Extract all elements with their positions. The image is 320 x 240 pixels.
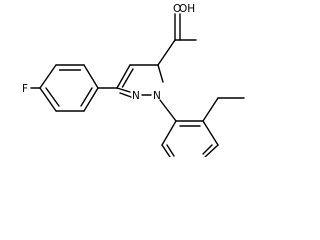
carboxylic-acid-group [157, 13, 197, 66]
double-bond [119, 92, 132, 98]
double-bond [121, 68, 134, 88]
oxygen-label: O [173, 3, 181, 15]
bond [204, 144, 219, 157]
bond [39, 64, 57, 89]
double-bond [166, 144, 175, 157]
bond [157, 64, 164, 83]
nitrogen-label: N [153, 90, 161, 102]
pyrazole-ring [116, 64, 164, 98]
bond [116, 87, 131, 93]
bond [39, 87, 57, 112]
bond [83, 87, 99, 112]
double-bond [202, 144, 213, 155]
chemical-structure-diagram: F N N O OH OH [22, 3, 245, 157]
methyl-bond [202, 97, 219, 122]
bond [83, 64, 99, 89]
hydroxyl-label: OH [179, 3, 195, 15]
bond [157, 39, 176, 66]
bond [116, 64, 131, 89]
n-aryl-bond [159, 99, 177, 122]
tolyl-ring [161, 120, 219, 157]
double-bond [80, 87, 93, 107]
fluorophenyl-ring [39, 64, 99, 112]
fluorine-label: F [22, 83, 28, 95]
double-bond [45, 87, 60, 107]
bond [161, 144, 171, 157]
bond [202, 120, 219, 146]
nitrogen-label: N [132, 90, 140, 102]
bond [161, 120, 177, 146]
